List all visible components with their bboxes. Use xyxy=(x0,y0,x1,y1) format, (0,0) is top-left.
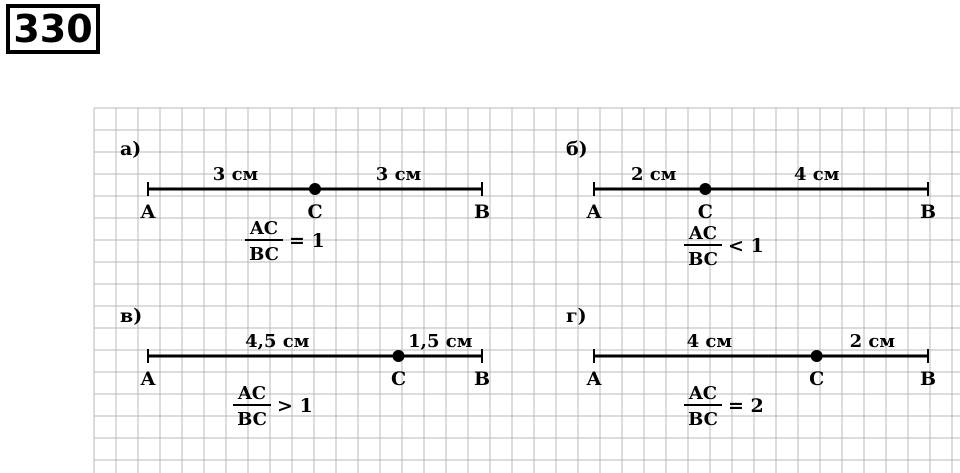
panel-g-length-ac: 4 см xyxy=(687,331,733,352)
panel-g-fraction-relation: = 2 xyxy=(728,395,764,417)
exercise-number: 330 xyxy=(6,4,100,54)
panel-b-label-c: C xyxy=(698,201,713,223)
panel-b-fraction-denominator: BC xyxy=(688,249,718,270)
panel-g-label: г) xyxy=(566,305,587,327)
panel-v-point-c xyxy=(392,350,405,362)
panel-v-label-a: A xyxy=(140,368,156,390)
panel-a-label-c: C xyxy=(307,201,322,223)
panel-b-fraction-numerator: AC xyxy=(688,223,717,244)
panel-a-length-ac: 3 см xyxy=(213,164,259,185)
panel-g-label-c: C xyxy=(809,368,824,390)
panel-b-fraction-relation: < 1 xyxy=(728,235,764,257)
panel-a-label-b: B xyxy=(474,201,490,223)
panel-v-length-ac: 4,5 см xyxy=(245,331,310,352)
panel-g-length-cb: 2 см xyxy=(850,331,896,352)
panel-v-fraction-relation: > 1 xyxy=(277,395,313,417)
panel-v-label: в) xyxy=(120,305,142,327)
panel-b-length-cb: 4 см xyxy=(794,164,840,185)
panel-b-label-b: B xyxy=(920,201,936,223)
panel-v-fraction-numerator: AC xyxy=(237,383,266,404)
panel-g-point-c xyxy=(810,350,823,362)
panel-g-label-a: A xyxy=(586,368,602,390)
panel-a-fraction-denominator: BC xyxy=(249,244,279,265)
panel-v-label-c: C xyxy=(391,368,406,390)
panel-v-fraction-denominator: BC xyxy=(237,409,267,430)
panel-a-label: а) xyxy=(120,138,141,160)
panel-a-fraction-numerator: AC xyxy=(249,218,278,239)
panel-g-fraction-numerator: AC xyxy=(688,383,717,404)
panel-a-label-a: A xyxy=(140,201,156,223)
panel-b-label-a: A xyxy=(586,201,602,223)
panel-a-fraction-relation: = 1 xyxy=(289,230,325,252)
panel-g-label-b: B xyxy=(920,368,936,390)
panel-a-point-c xyxy=(309,183,321,195)
panel-b-label: б) xyxy=(566,138,588,160)
panel-b-point-c xyxy=(699,183,712,195)
panel-g-fraction-denominator: BC xyxy=(688,409,718,430)
panel-v-label-b: B xyxy=(474,368,490,390)
panel-a-length-cb: 3 см xyxy=(376,164,422,185)
panel-b-length-ac: 2 см xyxy=(631,164,677,185)
panel-v-length-cb: 1,5 см xyxy=(408,331,473,352)
